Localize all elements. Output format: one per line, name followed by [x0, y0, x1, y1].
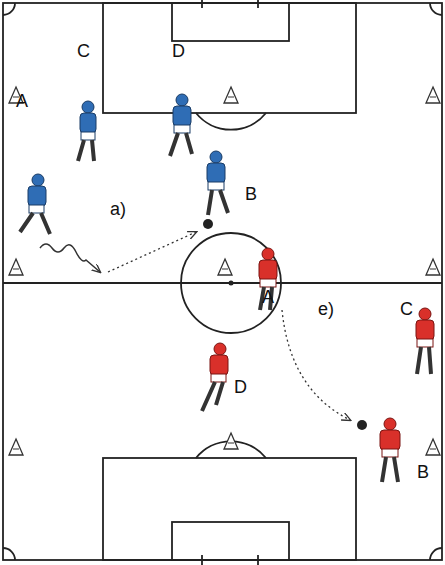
- player-letter: D: [172, 42, 185, 60]
- player-letter: B: [245, 185, 257, 203]
- player-letter: A: [262, 288, 274, 306]
- player-letter: D: [234, 378, 247, 396]
- player-letter: B: [417, 463, 429, 481]
- player-letter: A: [16, 92, 28, 110]
- player-letter: C: [400, 300, 413, 318]
- player-letter: C: [77, 42, 90, 60]
- drill-label: a): [110, 200, 126, 218]
- drill-label: e): [318, 300, 334, 318]
